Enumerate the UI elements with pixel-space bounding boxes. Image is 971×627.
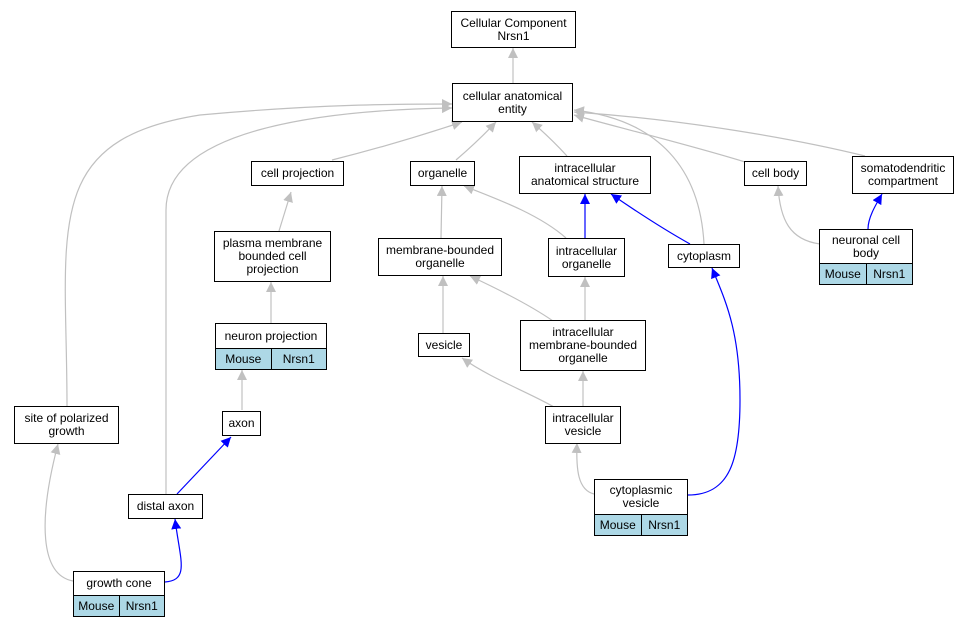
node-cell-body[interactable]: cell body [744, 161, 807, 186]
node-label-line: Cellular Component [460, 15, 567, 30]
edge-cv-to-iv [571, 442, 595, 495]
edge-ncb-to-cellbody [773, 185, 821, 245]
edge-cytoplasm-to-cae [573, 106, 705, 245]
node-label-line: membrane-bounded [385, 243, 495, 257]
node-vesicle[interactable]: vesicle [418, 333, 470, 357]
node-distal-axon[interactable]: distal axon [128, 494, 203, 519]
node-label-line: intracellular [555, 243, 618, 258]
node-cell-projection[interactable]: cell projection [251, 161, 344, 186]
node-label-line: neuronal cell [831, 232, 901, 247]
node-label-line: cell body [751, 166, 800, 180]
node-label-line: Nrsn1 [497, 28, 530, 43]
edge-ncb-partof-somato [867, 193, 883, 230]
species-tag[interactable]: Mouse [78, 598, 115, 613]
node-label-line: projection [246, 262, 299, 276]
species-tag[interactable]: Mouse [599, 517, 636, 532]
node-label-line: anatomical structure [530, 174, 640, 188]
edge-cellbody-to-cae [573, 112, 746, 163]
node-label-line: somatodendritic [860, 161, 946, 175]
node-organelle[interactable]: organelle [410, 161, 475, 186]
edge-distal-partof-axon [176, 436, 232, 495]
node-label-line: intracellular [554, 161, 616, 175]
edge-distal-to-cae [165, 103, 453, 494]
node-label-line: vesicle [564, 424, 602, 438]
species-tag[interactable]: Mouse [824, 266, 861, 281]
node-label-line: body [852, 245, 880, 260]
node-label-line: axon [228, 416, 255, 430]
species-tag[interactable]: Mouse [225, 351, 262, 366]
gene-tag[interactable]: Nrsn1 [118, 596, 165, 616]
node-label-line: intracellular [552, 325, 614, 339]
edge-gc-partof-distal [164, 518, 182, 583]
node-neuron-projection[interactable]: neuron projection Mouse Nrsn1 [215, 323, 327, 370]
node-axon[interactable]: axon [222, 411, 261, 436]
node-label-line: intracellular [552, 411, 614, 425]
node-label-line: cell projection [260, 166, 335, 180]
node-label-line: cellular anatomical [462, 88, 563, 103]
edge-cv-partof-cytoplasm [687, 267, 741, 496]
node-label-line: vesicle [622, 496, 660, 510]
node-label-line: neuron projection [224, 328, 318, 343]
annotation-row: Mouse Nrsn1 [595, 514, 687, 535]
edge-somato-to-cae [573, 107, 866, 157]
gene-tag[interactable]: Nrsn1 [865, 264, 913, 284]
node-label-line: cytoplasmic [609, 483, 673, 497]
node-label-line: site of polarized [24, 411, 109, 425]
edge-iv-to-vesicle [461, 357, 555, 408]
node-label-line: bounded cell [238, 249, 307, 263]
gene-tag[interactable]: Nrsn1 [640, 515, 688, 535]
edge-gc-to-spg [44, 443, 74, 582]
node-label-line: distal axon [136, 499, 195, 513]
node-label-line: entity [498, 101, 527, 116]
edge-spg-to-cae [64, 99, 453, 407]
node-label-line: compartment [867, 174, 939, 188]
edge-imbo-to-mbo [469, 275, 554, 322]
node-label-line: growth cone [86, 576, 152, 590]
node-label-line: organelle [561, 256, 612, 271]
node-label-line: organelle [415, 256, 465, 270]
edge-io-to-organelle [463, 184, 567, 239]
node-label-line: plasma membrane [222, 236, 323, 250]
node-label-line: organelle [417, 166, 468, 180]
edge-cellproj-to-cae [331, 120, 463, 161]
edge-organelle-to-cae [455, 121, 497, 161]
gene-tag[interactable]: Nrsn1 [270, 349, 327, 369]
edge-ias-to-cae [531, 121, 568, 157]
edge-pmbcp-to-cellproj [278, 191, 293, 232]
node-label-line: growth [48, 424, 85, 438]
node-cytoplasm[interactable]: cytoplasm [668, 244, 740, 268]
edge-mbo-to-organelle [436, 185, 447, 239]
node-label-line: membrane-bounded [528, 338, 638, 352]
edge-cytoplasm-partof-ias [610, 193, 691, 245]
node-label-line: cytoplasm [676, 248, 732, 263]
annotation-row: Mouse Nrsn1 [820, 263, 912, 284]
node-label-line: vesicle [425, 337, 463, 352]
node-label-line: organelle [558, 351, 608, 365]
annotation-row: Mouse Nrsn1 [216, 348, 326, 369]
